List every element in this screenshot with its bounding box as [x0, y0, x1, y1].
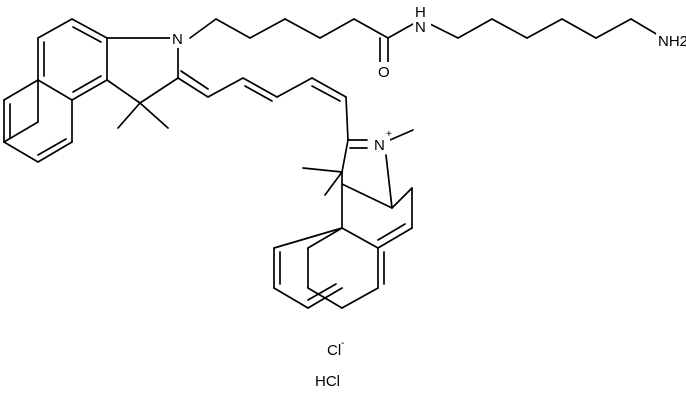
n-amide-label: N	[415, 19, 426, 36]
aminohexyl-chain	[429, 18, 659, 39]
o-carbonyl-label: O	[378, 64, 390, 81]
upper-naphthalene-ring	[3, 18, 108, 163]
atom-labels: N H N O NH2 N + Cl - HCl	[170, 4, 686, 390]
hcl-label: HCl	[315, 373, 340, 390]
lower-gem-dimethyl	[302, 167, 343, 196]
upper-pyrrole-ring	[106, 37, 179, 104]
hexanoyl-linker	[189, 18, 414, 63]
polymethine-chain	[177, 70, 349, 141]
n-indoline-label: N	[172, 31, 183, 48]
lower-pyrrole-ring	[341, 139, 393, 209]
chloride-charge: -	[341, 338, 344, 349]
nh2-terminal-label: NH2	[658, 33, 686, 50]
n-methyl	[389, 129, 414, 141]
h-amide-label: H	[415, 4, 426, 21]
n-indolium-charge: +	[386, 129, 392, 140]
chloride-label: Cl	[327, 342, 341, 359]
lower-naphthalene-ring	[273, 183, 413, 309]
n-indolium-label: N	[374, 137, 385, 154]
upper-gem-dimethyl	[117, 102, 169, 129]
